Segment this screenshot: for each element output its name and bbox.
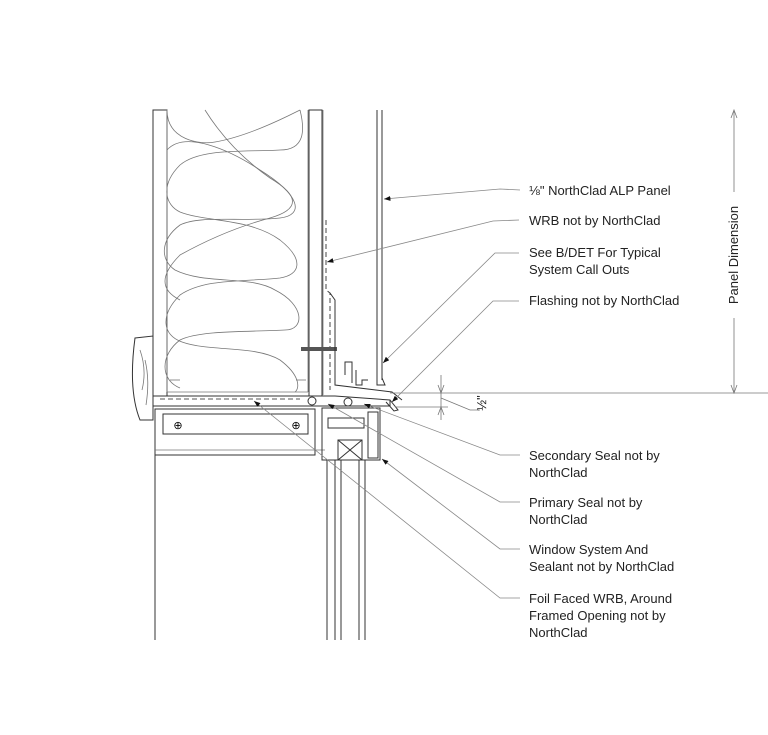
callout-window-system-2: Sealant not by NorthClad: [529, 559, 674, 574]
svg-text:⊕: ⊕: [291, 420, 300, 432]
callout-window-system-1: Window System And: [529, 542, 648, 557]
alp-panel: [376, 110, 386, 386]
callout-secondary-seal-2: NorthClad: [529, 465, 588, 480]
callout-primary-seal-2: NorthClad: [529, 512, 588, 527]
panel-dimension: Panel Dimension: [390, 108, 768, 395]
batt-insulation: [163, 109, 309, 393]
gap-dimension: ½": [395, 375, 489, 420]
callout-see-bdet-1: See B/DET For Typical: [529, 245, 661, 260]
window-frame: [321, 407, 381, 461]
callout-primary-seal-1: Primary Seal not by: [529, 495, 643, 510]
callout-see-bdet-2: System Call Outs: [529, 262, 630, 277]
callout-labels: ⅛" NorthClad ALP Panel WRB not by NorthC…: [529, 183, 679, 640]
window-head: ⊕ ⊕: [152, 395, 391, 456]
lower-wall-and-glazing: [154, 455, 366, 640]
interior-board: [152, 109, 168, 397]
sheathing: [301, 109, 337, 397]
wood-blocking: [131, 335, 154, 421]
callout-foil-wrb-1: Foil Faced WRB, Around: [529, 591, 672, 606]
callout-flashing: Flashing not by NorthClad: [529, 293, 679, 308]
leader-lines: [253, 188, 521, 599]
gap-dimension-label: ½": [474, 395, 489, 411]
panel-dimension-label: Panel Dimension: [726, 206, 741, 304]
svg-text:⊕: ⊕: [173, 420, 182, 432]
callout-panel: ⅛" NorthClad ALP Panel: [529, 183, 671, 198]
callout-foil-wrb-3: NorthClad: [529, 625, 588, 640]
callout-wrb: WRB not by NorthClad: [529, 213, 661, 228]
callout-foil-wrb-2: Framed Opening not by: [529, 608, 666, 623]
callout-secondary-seal-1: Secondary Seal not by: [529, 448, 660, 463]
